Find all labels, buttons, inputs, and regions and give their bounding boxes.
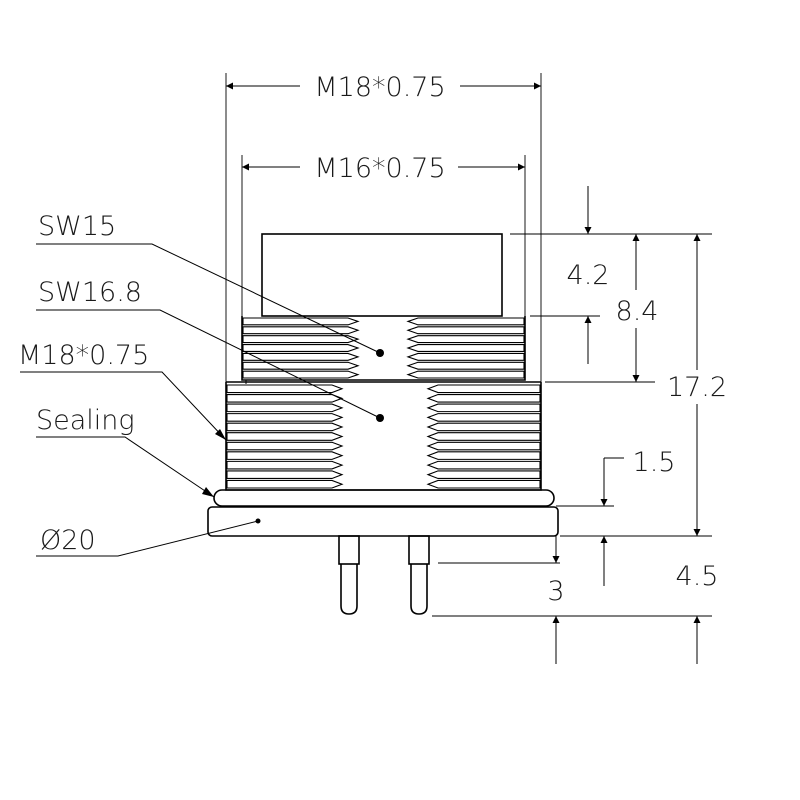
thread-tooth [426,413,541,422]
thread-tooth [226,432,344,441]
thread-tooth [242,326,360,335]
flange [207,506,559,537]
labels: M18*0.75 M16*0.75 SW15 SW16.8 M18*0.75 S… [18,72,727,607]
thread-tooth [426,384,541,394]
label-thread-side: M18*0.75 [18,340,149,371]
thread-tooth [406,361,525,370]
thread-tooth [426,422,541,432]
thread-tooth [242,352,360,361]
thread-tooth [426,403,541,413]
thread-tooth [242,344,360,352]
thread-tooth [226,470,344,480]
thread-tooth [426,470,541,480]
thread-tooth [406,326,525,335]
label-sw-large: SW16.8 [38,277,142,308]
lower-left-threads [226,384,344,489]
dim-flange-thickness: 1.5 [633,447,676,478]
thread-tooth [226,479,344,489]
thread-tooth [426,479,541,489]
thread-tooth [242,370,360,379]
thread-tooth [226,451,344,460]
thread-tooth [406,335,525,344]
dim-pin-length: 3 [547,576,564,607]
dim-cap-height: 4.2 [567,260,610,291]
thread-tooth [242,361,360,370]
thread-tooth [426,460,541,470]
label-sealing: Sealing [36,405,135,436]
thread-tooth [406,352,525,361]
connector-body [207,233,559,615]
thread-tooth [242,317,360,326]
label-sw-small: SW15 [38,211,116,242]
label-thread-inner-top: M16*0.75 [314,153,445,184]
dim-total-height: 17.2 [667,372,727,403]
thread-tooth [226,384,344,394]
upper-thread-body [241,316,526,381]
thread-tooth [226,460,344,470]
label-thread-outer-top: M18*0.75 [314,72,445,103]
thread-tooth [242,335,360,344]
top-cap [261,233,503,317]
leader-lines [20,243,384,557]
thread-tooth [406,344,525,352]
dimension-lines [225,73,712,664]
thread-tooth [226,441,344,451]
lower-right-threads [426,384,541,489]
thread-tooth [226,393,344,403]
dim-upper-height: 8.4 [616,296,659,327]
upper-left-threads [242,317,360,379]
thread-tooth [426,451,541,460]
thread-tooth [226,403,344,413]
thread-tooth [226,413,344,422]
dim-lower-height: 4.5 [676,561,719,592]
thread-tooth [426,393,541,403]
upper-right-threads [406,317,525,379]
label-diameter: Ø20 [40,525,96,556]
pin-right [408,535,430,615]
thread-tooth [406,317,525,326]
thread-tooth [406,370,525,379]
pin-left [338,535,360,615]
thread-tooth [426,441,541,451]
thread-tooth [226,422,344,432]
thread-tooth [426,432,541,441]
sealing-ring [213,489,555,507]
